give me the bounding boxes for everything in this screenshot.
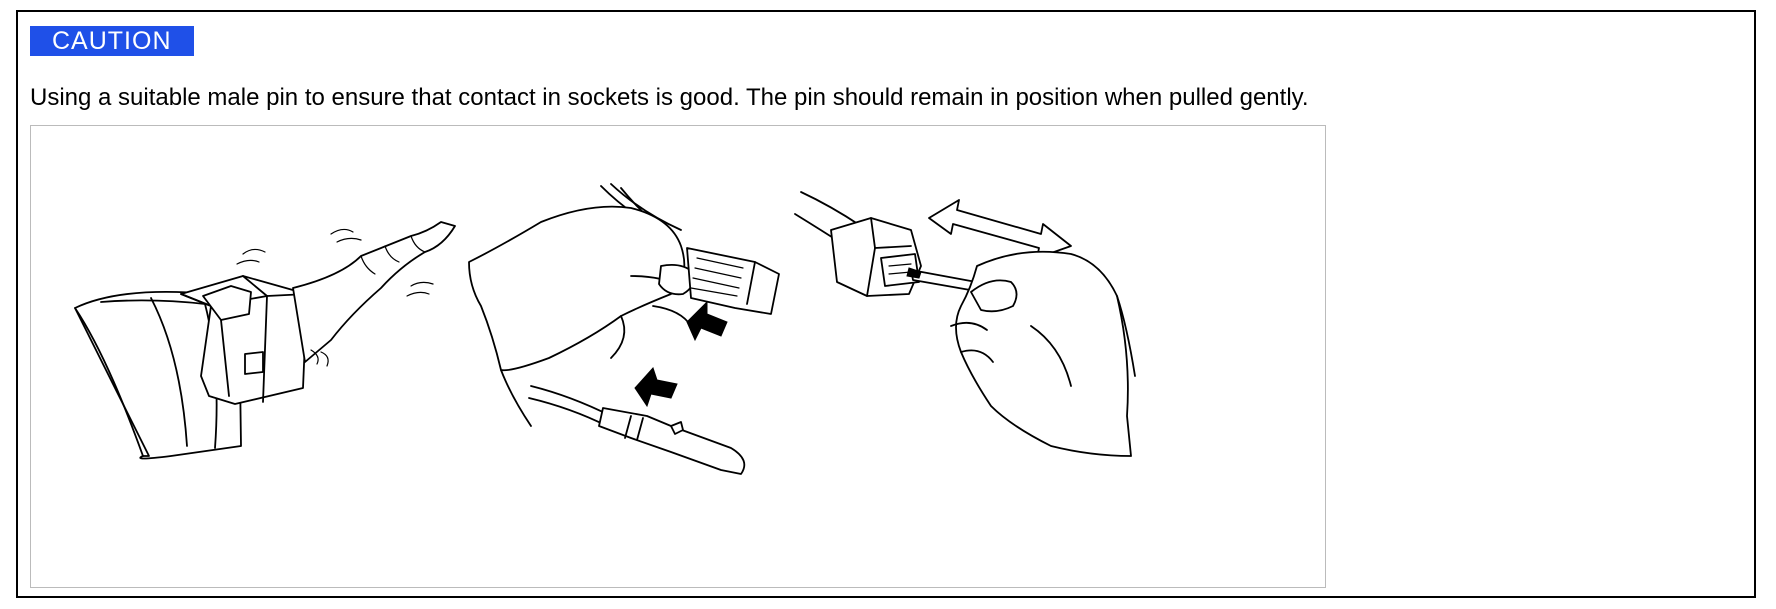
pin-pull-test-illustration — [794, 191, 1136, 457]
caution-badge: CAUTION — [30, 26, 194, 56]
caution-text: Using a suitable male pin to ensure that… — [30, 84, 1309, 111]
caution-frame: CAUTION Using a suitable male pin to ens… — [16, 10, 1756, 598]
caution-illustration — [74, 183, 1136, 475]
pin-insertion-illustration — [468, 183, 780, 475]
illustration-box — [30, 125, 1326, 588]
connector-wiggle-illustration — [74, 221, 456, 460]
